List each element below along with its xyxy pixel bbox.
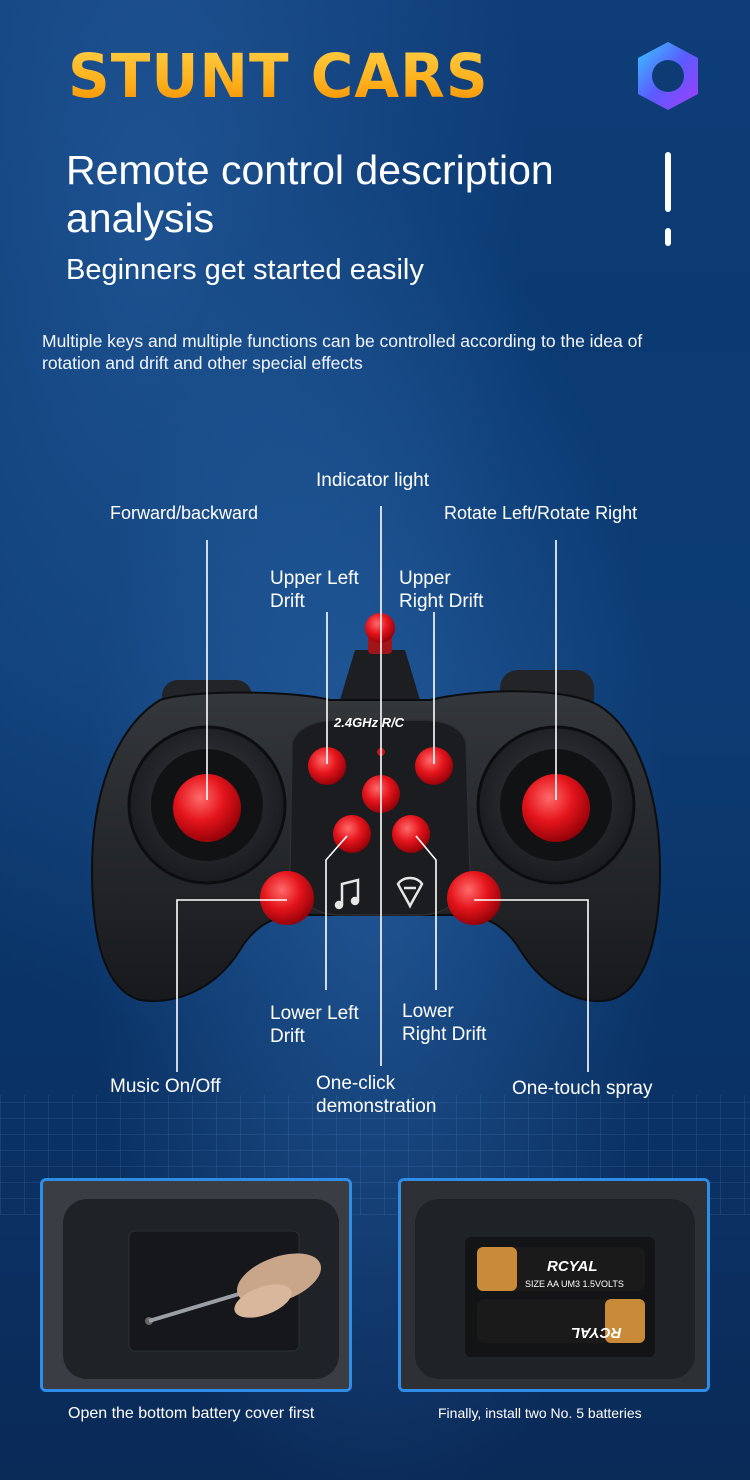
label-upper-right-drift: Upper Right Drift xyxy=(399,568,484,612)
battery-brand-label-flipped: RCYAL xyxy=(571,1324,622,1341)
scroll-indicator xyxy=(663,152,673,248)
battery-brand-label: RCYAL xyxy=(547,1258,598,1275)
label-forward-backward: Forward/backward xyxy=(110,503,259,523)
intro-text: Multiple keys and multiple functions can… xyxy=(42,331,643,373)
label-music-on-off: Music On/Off xyxy=(110,1076,221,1097)
caption-step-2: Finally, install two No. 5 batteries xyxy=(438,1405,642,1421)
hexagon-logo-icon xyxy=(638,42,698,110)
brand-title: STUNT CARS xyxy=(68,40,489,112)
controller-model-text: 2.4GHz R/C xyxy=(334,715,405,730)
battery-install-photo: RCYAL SIZE AA UM3 1.5VOLTS RCYAL xyxy=(398,1178,710,1392)
caption-step-1: Open the bottom battery cover first xyxy=(68,1405,315,1422)
battery-spec-label: SIZE AA UM3 1.5VOLTS xyxy=(525,1279,624,1289)
label-one-touch-spray: One-touch spray xyxy=(512,1078,653,1099)
label-lower-right-drift: Lower Right Drift xyxy=(402,1001,487,1045)
label-upper-left-drift: Upper Left Drift xyxy=(270,568,359,612)
batteries-illustration xyxy=(401,1181,707,1389)
page-subheading: Beginners get started easily xyxy=(66,254,424,286)
label-indicator-light: Indicator light xyxy=(316,470,430,491)
label-lower-left-drift: Lower Left Drift xyxy=(270,1003,359,1047)
spray-icon xyxy=(396,876,424,909)
label-one-click-demo: One-click demonstration xyxy=(316,1073,437,1117)
label-rotate: Rotate Left/Rotate Right xyxy=(444,503,638,523)
page-heading: Remote control description analysis xyxy=(66,147,554,241)
battery-cover-photo xyxy=(40,1178,352,1392)
screwdriver-illustration xyxy=(43,1181,349,1389)
music-note-icon xyxy=(334,878,360,910)
